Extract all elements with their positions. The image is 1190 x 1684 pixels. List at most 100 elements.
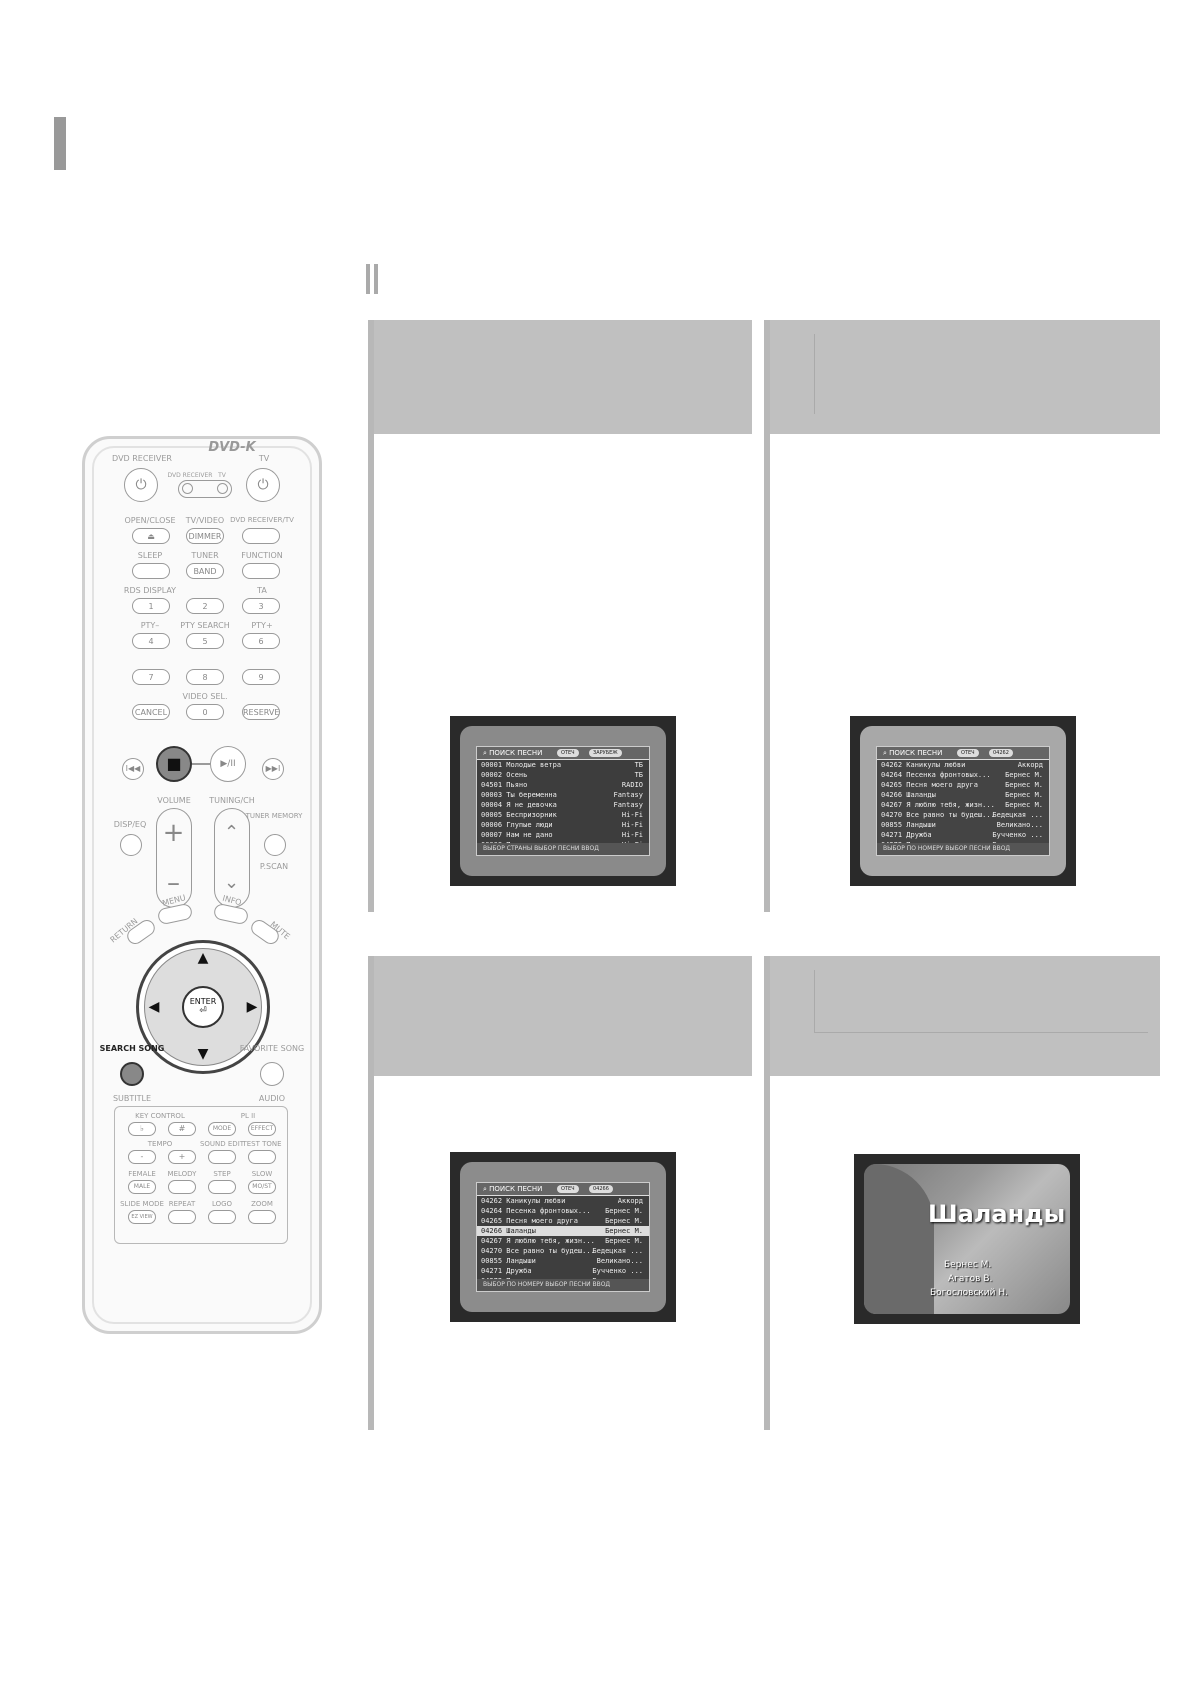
stop-icon: ■ xyxy=(166,754,182,773)
channel-rocker[interactable]: ⌃ ⌄ xyxy=(214,808,250,908)
key-6-button[interactable]: 6 xyxy=(242,633,280,649)
volume-rocker[interactable]: + – xyxy=(156,808,192,908)
volume-up-button[interactable]: + xyxy=(162,818,185,848)
tv-picture: ⌕ ПОИСК ПЕСНИ ОТЕЧ 04262 04262 Каникулы … xyxy=(860,726,1066,876)
favorite-song-button[interactable] xyxy=(260,1062,284,1086)
label-step: STEP xyxy=(213,1170,231,1178)
up-arrow-button[interactable]: ▲ xyxy=(180,946,226,970)
osd-song-row[interactable]: 04267 Я люблю тебя, жизн...Бернес М. xyxy=(877,800,1049,810)
label-slide-mode: SLIDE MODE xyxy=(120,1200,164,1208)
osd-song-code-title: 04264 Песенка фронтовых... xyxy=(481,1207,591,1215)
volume-down-button[interactable]: – xyxy=(167,868,180,898)
right-arrow-button[interactable]: ▶ xyxy=(240,984,264,1030)
test-tone-button[interactable] xyxy=(248,1150,276,1164)
key-4-button[interactable]: 4 xyxy=(132,633,170,649)
osd-song-code-title: 00007 Нам не дано xyxy=(481,831,553,839)
dimmer-button[interactable]: DIMMER xyxy=(186,528,224,544)
osd-song-row[interactable]: 04264 Песенка фронтовых...Бернес М. xyxy=(877,770,1049,780)
disp-eq-button[interactable] xyxy=(120,834,142,856)
mo-st-button[interactable]: MO/ST xyxy=(248,1180,276,1194)
band-button[interactable]: BAND xyxy=(186,563,224,579)
next-button[interactable]: ▶▶I xyxy=(262,758,284,780)
osd-song-code-title: 00005 Беспризорник xyxy=(481,811,557,819)
sound-edit-button[interactable] xyxy=(208,1150,236,1164)
enter-button[interactable]: ENTER ⏎ xyxy=(182,986,224,1028)
key-0-button[interactable]: 0 xyxy=(186,704,224,720)
channel-down-button[interactable]: ⌄ xyxy=(217,863,246,903)
left-arrow-button[interactable]: ◀ xyxy=(142,984,166,1030)
zoom-button[interactable] xyxy=(248,1210,276,1224)
mode-switch[interactable] xyxy=(178,480,232,498)
key-1-button[interactable]: 1 xyxy=(132,598,170,614)
key-sharp-button[interactable]: # xyxy=(168,1122,196,1136)
down-arrow-button[interactable]: ▼ xyxy=(180,1042,226,1066)
effect-button[interactable]: EFFECT xyxy=(248,1122,276,1136)
sleep-button[interactable] xyxy=(132,563,170,579)
osd-song-row[interactable]: 04267 Я люблю тебя, жизн...Бернес М. xyxy=(477,1236,649,1246)
key-2-button[interactable]: 2 xyxy=(186,598,224,614)
power-icon: ⏻ xyxy=(257,477,269,493)
osd-song-row[interactable]: 04264 Песенка фронтовых... Бернес М. xyxy=(477,1206,649,1216)
play-pause-button[interactable]: ▶/II xyxy=(210,746,246,782)
melody-button[interactable] xyxy=(168,1180,196,1194)
step4-header xyxy=(764,956,1160,1076)
screen-step2: ⌕ ПОИСК ПЕСНИ ОТЕЧ 04262 04262 Каникулы … xyxy=(850,716,1076,886)
tv-power-button[interactable]: ⏻ xyxy=(246,468,280,502)
prev-button[interactable]: I◀◀ xyxy=(122,758,144,780)
label-mode-dvd: DVD RECEIVER xyxy=(167,472,213,479)
repeat-button[interactable] xyxy=(168,1210,196,1224)
key-7-button[interactable]: 7 xyxy=(132,669,170,685)
osd-song-code-title: 04265 Песня моего друга xyxy=(481,1217,578,1225)
reserve-button[interactable]: RESERVE xyxy=(242,704,280,720)
tempo-plus-button[interactable]: + xyxy=(168,1150,196,1164)
key-flat-button[interactable]: ♭ xyxy=(128,1122,156,1136)
osd-song-code-title: 04267 Я люблю тебя, жизн... xyxy=(881,801,995,809)
male-button[interactable]: MALE xyxy=(128,1180,156,1194)
search-icon: ⌕ xyxy=(483,1185,487,1193)
song-title-card: Шаланды xyxy=(928,1200,1066,1228)
cancel-button[interactable]: CANCEL xyxy=(132,704,170,720)
label-video-sel: VIDEO SEL. xyxy=(182,692,228,701)
logo-button[interactable] xyxy=(208,1210,236,1224)
step-button[interactable] xyxy=(208,1180,236,1194)
tempo-minus-button[interactable]: - xyxy=(128,1150,156,1164)
osd-song-artist: Бернес М. xyxy=(605,1207,643,1215)
tuner-memory-button[interactable] xyxy=(264,834,286,856)
channel-up-button[interactable]: ⌃ xyxy=(217,813,246,853)
arrow-up-icon: ▲ xyxy=(197,950,209,966)
key-5-button[interactable]: 5 xyxy=(186,633,224,649)
step3-header xyxy=(368,956,752,1076)
dvd-receiver-tv-button[interactable] xyxy=(242,528,280,544)
key-3-button[interactable]: 3 xyxy=(242,598,280,614)
dvd-power-button[interactable]: ⏻ xyxy=(124,468,158,502)
osd-song-row[interactable]: 04270 Все равно ты будеш...Бедецкая ... xyxy=(877,810,1049,820)
osd-song-row[interactable]: 04270 Все равно ты будеш...Бедецкая ... xyxy=(477,1246,649,1256)
key-8-button[interactable]: 8 xyxy=(186,669,224,685)
mode-button[interactable]: MODE xyxy=(208,1122,236,1136)
key-9-button[interactable]: 9 xyxy=(242,669,280,685)
open-close-button[interactable]: ⏏ xyxy=(132,528,170,544)
subsection-marker-right xyxy=(374,264,378,294)
ez-view-button[interactable]: EZ VIEW xyxy=(128,1210,156,1224)
function-button[interactable] xyxy=(242,563,280,579)
stop-button[interactable]: ■ xyxy=(156,746,192,782)
search-song-button[interactable] xyxy=(120,1062,144,1086)
